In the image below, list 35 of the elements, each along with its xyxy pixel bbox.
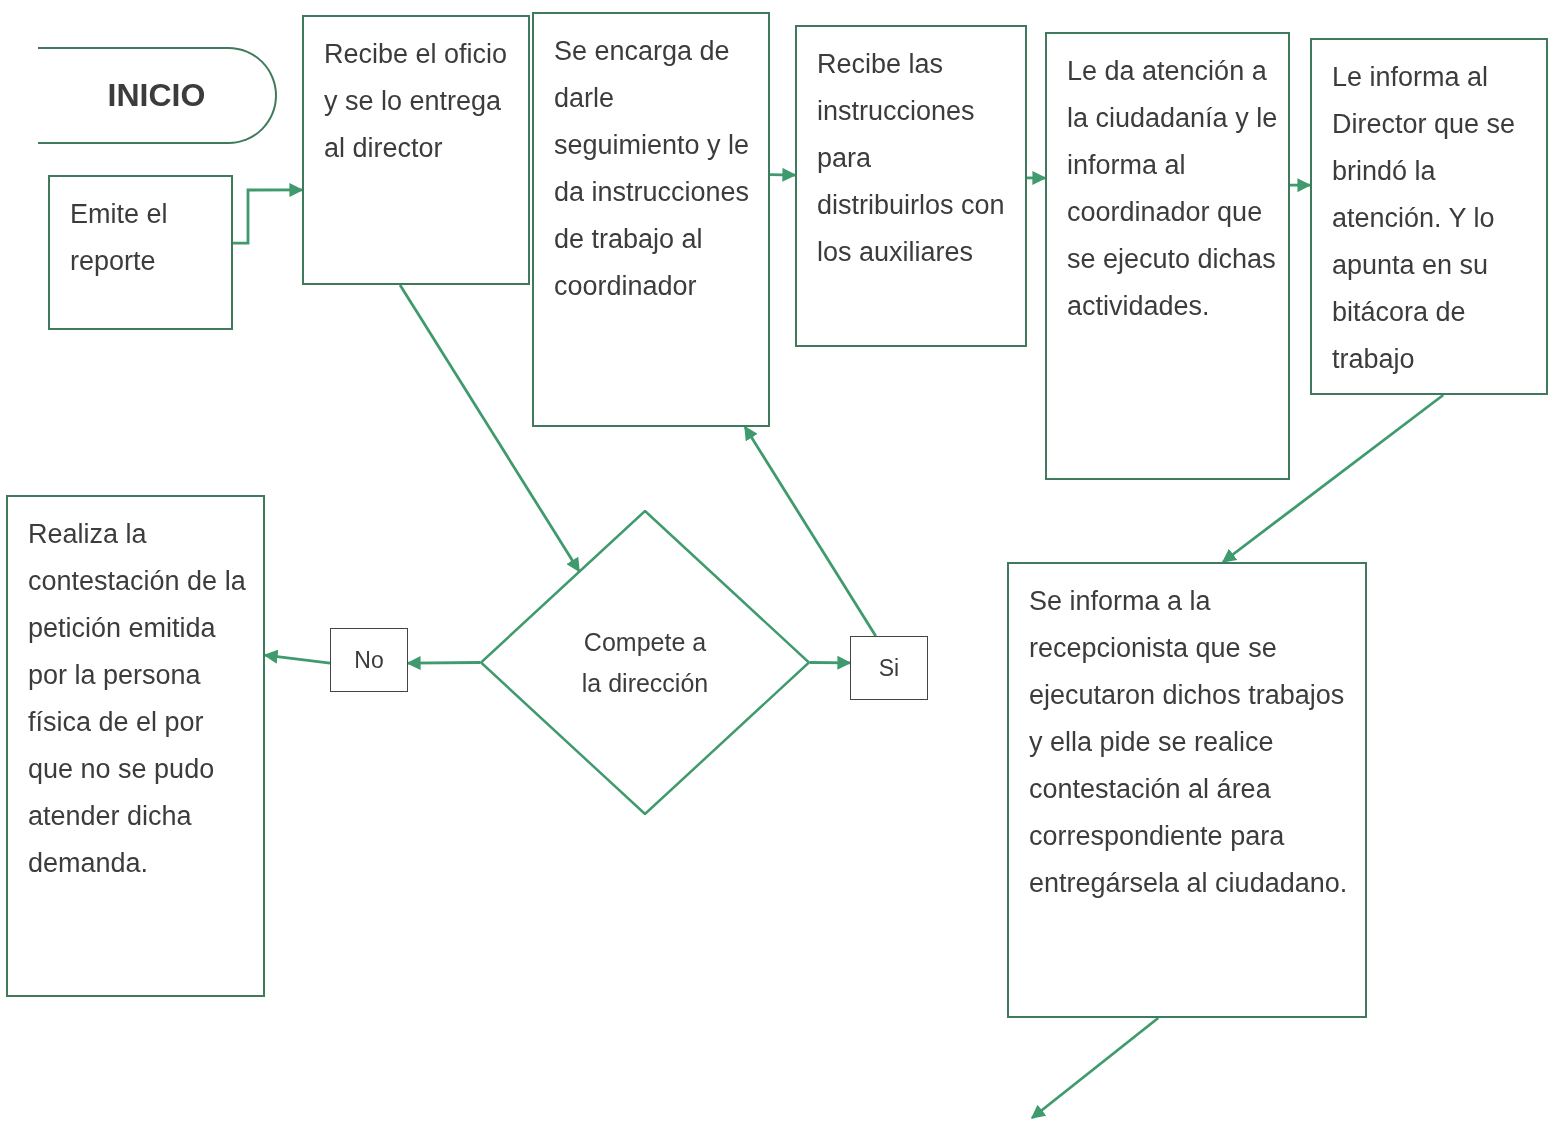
start-terminal <box>38 47 277 144</box>
process-box <box>1045 32 1290 480</box>
step-text: Emite el reporte <box>70 199 168 276</box>
answer-box <box>850 636 928 700</box>
arrow <box>769 167 797 182</box>
answer-text: No <box>354 646 384 674</box>
arrow <box>1290 178 1312 193</box>
arrow <box>810 655 852 670</box>
step-text: Se informa a la recepcionista que se ejecutaron dichos trabajos y ella pide se realice contestación al área correspondiente para entregársela al ciudadano. <box>1029 586 1348 898</box>
process-box <box>1007 562 1367 1018</box>
step-text: Recibe el oficio y se lo entrega al director <box>324 39 508 163</box>
process-box <box>6 495 265 997</box>
step-text: Recibe las instrucciones para distribuirlos con los auxiliares <box>817 49 1005 267</box>
step-text: Le da atención a la ciudadanía y le informa al coordinador que se ejecuto dichas actividades. <box>1067 56 1278 321</box>
process-box <box>1310 38 1548 395</box>
arrow <box>233 182 304 245</box>
arrow <box>1221 393 1445 564</box>
process-box <box>302 15 530 285</box>
arrow <box>743 425 877 637</box>
arrow <box>406 656 480 671</box>
arrow <box>1027 171 1047 185</box>
decision-text: Compete a la dirección <box>580 626 710 699</box>
decision-diamond <box>480 510 810 815</box>
step-text: Le informa al Director que se brindó la atención. Y lo apunta en su bitácora de trabajo <box>1332 62 1516 374</box>
arrow <box>263 649 331 665</box>
process-box <box>532 12 770 427</box>
arrow <box>1030 1016 1160 1120</box>
step-text: Se encarga de darle seguimiento y le da instrucciones de trabajo al coordinador <box>554 36 750 301</box>
process-box <box>795 25 1027 347</box>
process-box <box>48 175 233 330</box>
step-text: Realiza la contestación de la petición emitida por la persona física de el por que no se pudo atender dicha demanda. <box>28 519 246 878</box>
answer-text: Si <box>878 654 900 682</box>
start-label: INICIO <box>107 77 206 114</box>
answer-box <box>330 628 408 692</box>
arrow <box>398 284 581 573</box>
